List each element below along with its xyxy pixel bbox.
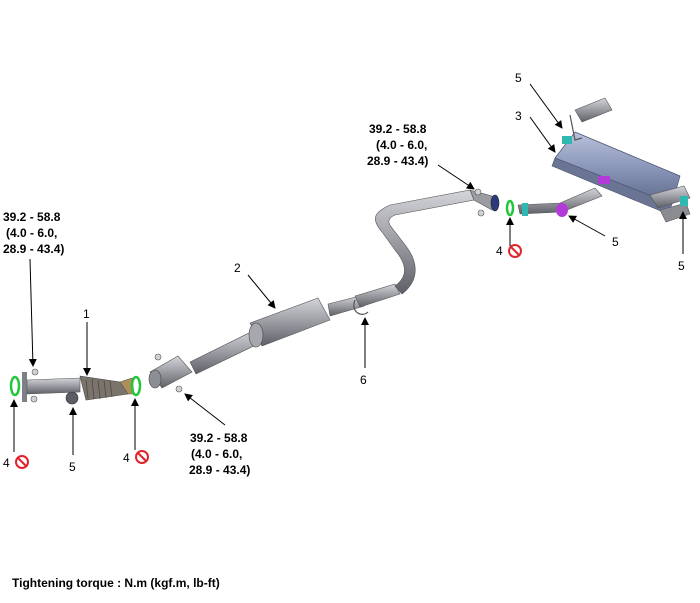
torque-left: 39.2 - 58.8 (4.0 - 6.0, 28.9 - 43.4) bbox=[3, 210, 64, 256]
torque-mid-line3: 28.9 - 43.4) bbox=[189, 463, 250, 477]
callout-5-front: 5 bbox=[69, 460, 76, 474]
no-reuse-icon bbox=[135, 450, 149, 464]
callout-4-rear: 4 bbox=[496, 244, 503, 258]
torque-top: 39.2 - 58.8 (4.0 - 6.0, 28.9 - 43.4) bbox=[367, 122, 428, 168]
leaders bbox=[10, 83, 687, 455]
front-pipe bbox=[22, 368, 135, 405]
hanger-rubber bbox=[65, 391, 79, 405]
center-pipe bbox=[148, 188, 500, 393]
callout-4-mid: 4 bbox=[123, 451, 130, 465]
gasket-front bbox=[9, 375, 21, 397]
hanger bbox=[598, 176, 610, 184]
clamp bbox=[522, 203, 528, 216]
torque-top-line2: (4.0 - 6.0, bbox=[376, 138, 427, 152]
callout-5-tail: 5 bbox=[678, 259, 685, 273]
callout-1: 1 bbox=[83, 307, 90, 321]
torque-left-line2: (4.0 - 6.0, bbox=[6, 226, 57, 240]
callout-3: 3 bbox=[515, 109, 522, 123]
clamp bbox=[562, 136, 572, 144]
main-muffler bbox=[517, 97, 691, 223]
torque-mid-line2: (4.0 - 6.0, bbox=[191, 447, 242, 461]
torque-mid-line1: 39.2 - 58.8 bbox=[190, 431, 248, 445]
gasket-mid bbox=[130, 375, 142, 397]
torque-left-line1: 39.2 - 58.8 bbox=[3, 210, 61, 224]
clamp bbox=[680, 196, 688, 206]
callout-2: 2 bbox=[234, 261, 241, 275]
bolt bbox=[30, 395, 38, 403]
front-flange bbox=[22, 372, 27, 402]
no-reuse-icon bbox=[508, 244, 522, 258]
callout-5-top: 5 bbox=[515, 71, 522, 85]
gasket-rear bbox=[505, 199, 515, 217]
callout-5-hanger: 5 bbox=[612, 235, 619, 249]
bolt bbox=[31, 368, 39, 376]
torque-top-line1: 39.2 - 58.8 bbox=[369, 122, 427, 136]
torque-left-line3: 28.9 - 43.4) bbox=[3, 242, 64, 256]
torque-mid: 39.2 - 58.8 (4.0 - 6.0, 28.9 - 43.4) bbox=[189, 431, 250, 477]
callout-6: 6 bbox=[360, 373, 367, 387]
no-reuse-icon bbox=[15, 455, 29, 469]
hanger-rubber bbox=[556, 203, 568, 217]
torque-top-line3: 28.9 - 43.4) bbox=[367, 154, 428, 168]
callout-4-front: 4 bbox=[3, 456, 10, 470]
torque-caption: Tightening torque : N.m (kgf.m, lb-ft) bbox=[12, 576, 220, 590]
